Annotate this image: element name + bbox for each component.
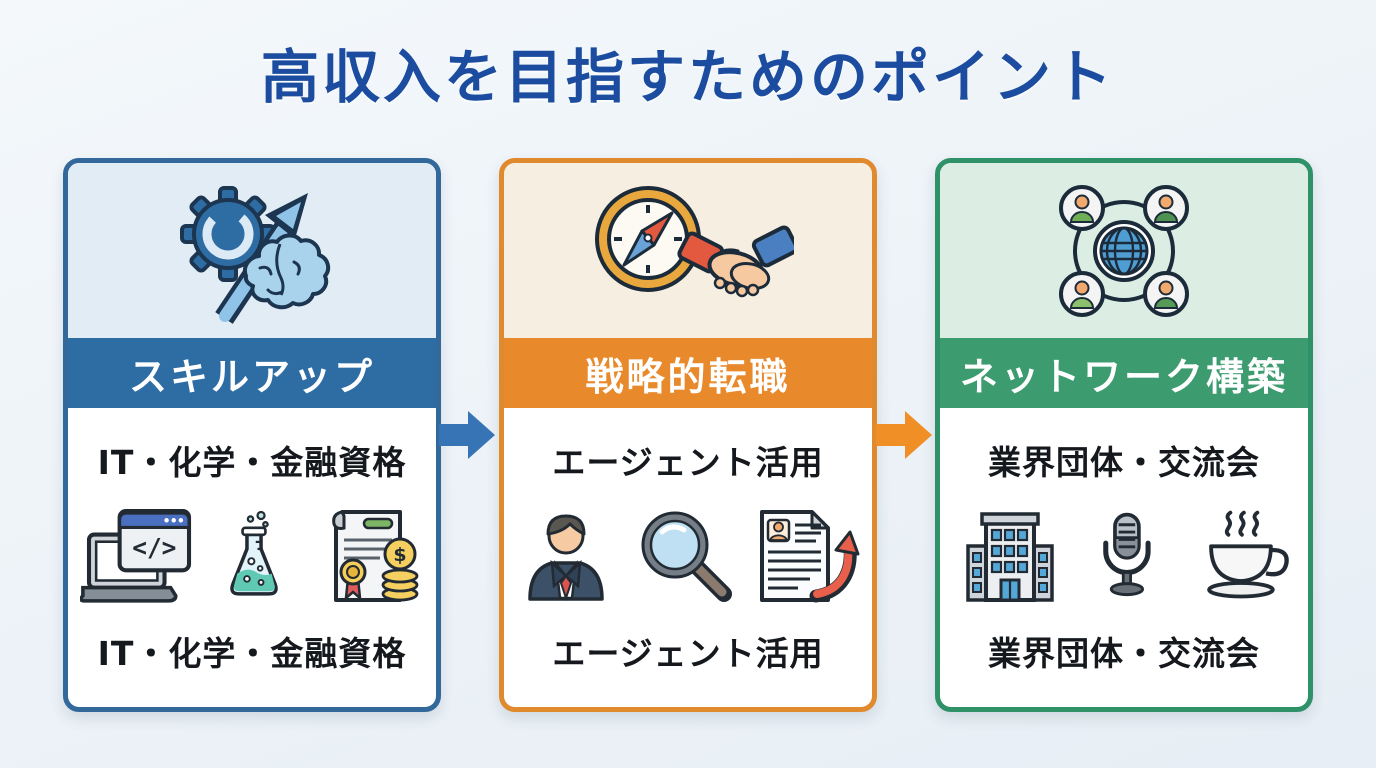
code-glyph: </> [132, 533, 176, 562]
dollar-glyph: $ [393, 544, 406, 566]
compass-handshake-icon [595, 185, 794, 297]
skill-label-bottom: IT・化学・金融資格 [97, 634, 407, 674]
certificate-coins-icon: $ [332, 509, 419, 602]
card-strategic-icon-area [504, 163, 872, 338]
card-network-icon-area [940, 163, 1308, 338]
flow-arrow-2 [875, 409, 933, 461]
network-label-bottom: 業界団体・交流会 [988, 634, 1260, 674]
right-arrow-icon [876, 411, 932, 459]
card-skill-up-body: IT・化学・金融資格 </> [68, 408, 436, 707]
office-building-icon [966, 511, 1054, 602]
magnifier-icon [641, 511, 732, 602]
businessman-icon [528, 514, 604, 601]
people-network-icon [1059, 184, 1189, 317]
cards-row: スキルアップ IT・化学・金融資格 </> [63, 158, 1313, 712]
agent-label-bottom: エージェント活用 [552, 634, 824, 674]
gear-brain-arrow-icon [180, 185, 331, 324]
agent-label-top: エージェント活用 [552, 442, 824, 482]
card-network-body: 業界団体・交流会 [940, 408, 1308, 707]
card-network-header: ネットワーク構築 [940, 338, 1308, 408]
card-strategic-header: 戦略的転職 [504, 338, 872, 408]
coffee-cup-icon [1207, 510, 1289, 598]
skill-icons-row: </> [80, 506, 424, 606]
skill-label-top: IT・化学・金融資格 [97, 442, 407, 482]
right-arrow-icon [439, 411, 495, 459]
card-skill-up-icon-area [68, 163, 436, 338]
card-strategic-body: エージェント活用 [504, 408, 872, 707]
microphone-icon [1103, 512, 1151, 596]
card-skill-up-header: スキルアップ [68, 338, 436, 408]
card-skill-up: スキルアップ IT・化学・金融資格 </> [63, 158, 441, 712]
agent-icons-row [514, 506, 862, 606]
flow-arrow-1 [438, 409, 496, 461]
chemistry-flask-icon [230, 510, 278, 596]
network-icons-row [954, 506, 1294, 606]
page-title: 高収入を目指すためのポイント [260, 43, 1115, 111]
resume-arrow-icon [760, 509, 860, 602]
network-label-top: 業界団体・交流会 [988, 442, 1260, 482]
laptop-code-icon: </> [80, 508, 192, 603]
card-strategic-job-change: 戦略的転職 エージェント活用 [499, 158, 877, 712]
card-network-building: ネットワーク構築 業界団体・交流会 [935, 158, 1313, 712]
